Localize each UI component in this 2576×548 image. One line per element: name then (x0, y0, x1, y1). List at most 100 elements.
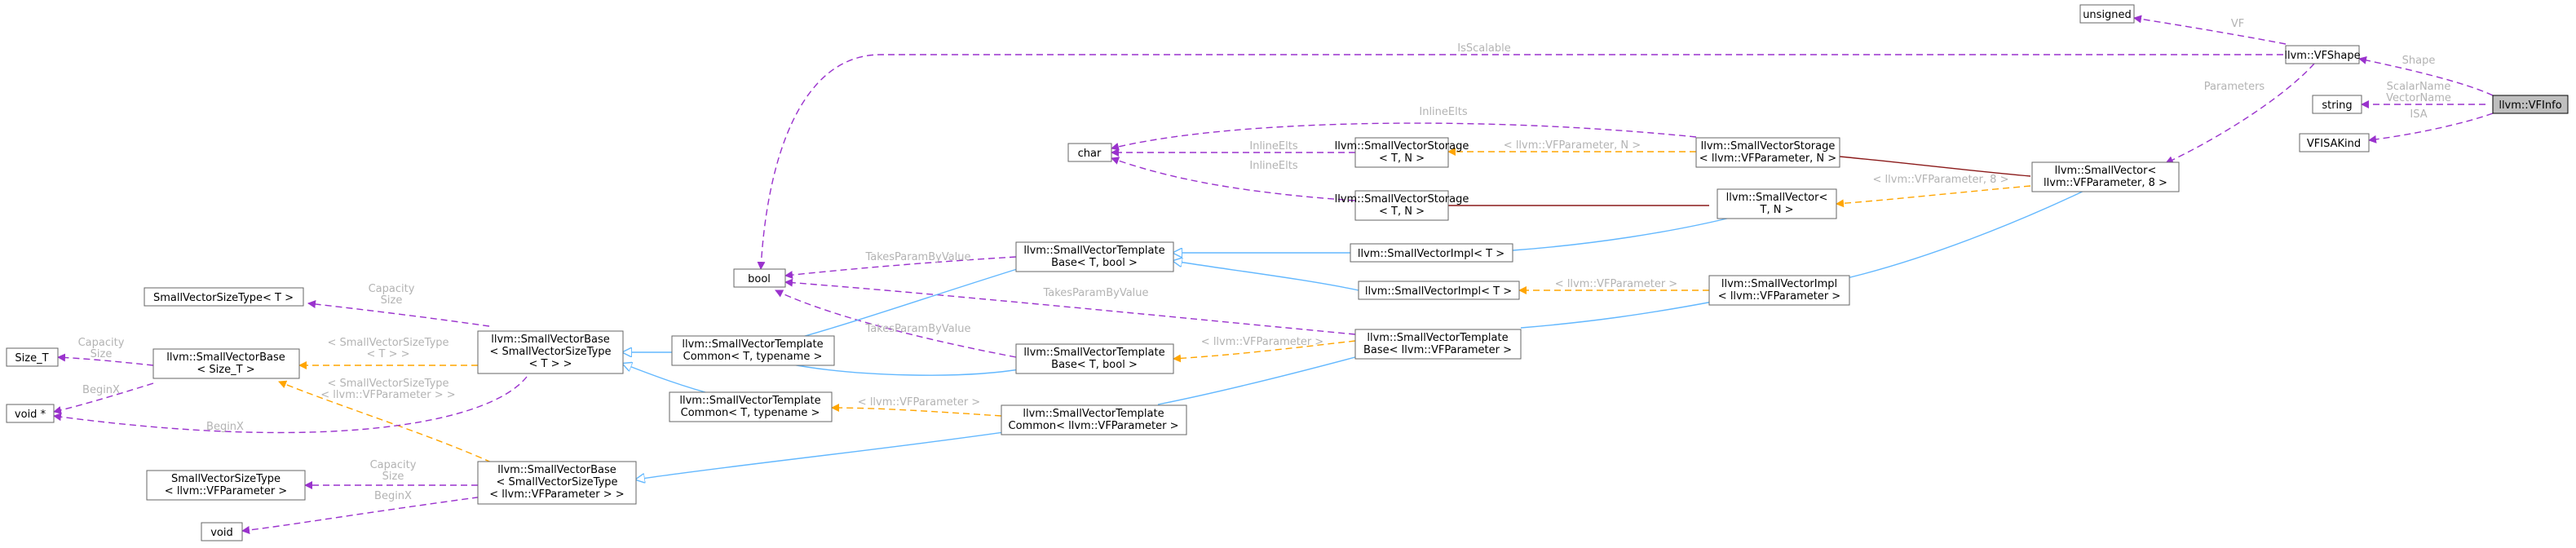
edge-label-sst-vfp: < SmallVectorSizeType< llvm::VFParameter… (320, 378, 455, 401)
edge-label-parameters: Parameters (2204, 81, 2265, 93)
svg-text:llvm::VFInfo: llvm::VFInfo (2499, 99, 2561, 112)
edge-label-vfp-8: < llvm::VFParameter, 8 > (1873, 174, 2009, 186)
edge-svstorage-vfp-char (1111, 122, 1697, 151)
svg-text:SmallVectorSizeType< T >: SmallVectorSizeType< T > (153, 292, 294, 304)
node-unsigned[interactable]: unsigned (2079, 4, 2135, 24)
node-svimpl-t1[interactable]: llvm::SmallVectorImpl< T > (1350, 243, 1513, 263)
node-svimpl-vfp[interactable]: llvm::SmallVectorImpl< llvm::VFParameter… (1708, 275, 1850, 306)
edge-svtb-vfp-svtb2 (1173, 340, 1356, 363)
svg-text:llvm::SmallVector<T, N >: llvm::SmallVector<T, N > (1726, 192, 1828, 216)
edge-label-takesparam3: TakesParamByValue (864, 323, 970, 335)
node-vfshape[interactable]: llvm::VFShape (2284, 45, 2361, 64)
svg-text:llvm::SmallVectorStorage< T, N: llvm::SmallVectorStorage< T, N > (1335, 193, 1469, 218)
edge-label-beginx2: BeginX (206, 421, 244, 433)
node-void-ptr[interactable]: void * (6, 404, 55, 423)
node-char[interactable]: char (1067, 143, 1112, 162)
svg-text:llvm::SmallVectorStorage< llvm: llvm::SmallVectorStorage< llvm::VFParame… (1699, 140, 1836, 165)
svg-text:SmallVectorSizeType< llvm::VFP: SmallVectorSizeType< llvm::VFParameter > (165, 473, 287, 497)
node-void[interactable]: void (201, 522, 243, 541)
node-svsizetype-vfp[interactable]: SmallVectorSizeType< llvm::VFParameter > (146, 470, 306, 501)
svg-text:llvm::SmallVectorBase< SmallVe: llvm::SmallVectorBase< SmallVectorSizeTy… (489, 464, 624, 501)
svg-text:llvm::SmallVectorImpl< T >: llvm::SmallVectorImpl< T > (1365, 285, 1512, 298)
edge-label-inlineelts-top: InlineElts (1419, 106, 1467, 118)
svg-text:VFISAKind: VFISAKind (2307, 138, 2361, 150)
edge-svbase-vfp-void (241, 495, 490, 534)
edge-smallvector-vfp-svimpl-vfp (1832, 189, 2088, 282)
svg-text:bool: bool (748, 273, 771, 285)
svg-text:void *: void * (15, 409, 46, 421)
edge-svtc2-svbase-t (623, 364, 718, 396)
edge-label-vf: VF (2231, 18, 2244, 30)
edge-label-shape: Shape (2402, 55, 2436, 67)
edge-svstorage-vfp-smallvector (1831, 152, 2031, 177)
edge-label-isscalable: IsScalable (1457, 42, 1510, 55)
node-svsizetype-t[interactable]: SmallVectorSizeType< T > (144, 287, 304, 307)
edge-label-beginx1: BeginX (82, 384, 120, 396)
node-svbase-sst-vfp[interactable]: llvm::SmallVectorBase< SmallVectorSizeTy… (477, 461, 637, 505)
svg-text:unsigned: unsigned (2083, 9, 2132, 21)
edge-vfinfo-vfshape (2358, 55, 2494, 96)
nodes-layer: llvm::VFInfo unsigned llvm::VFShape stri… (6, 4, 2569, 541)
edge-vfshape-smallvector (2165, 63, 2315, 164)
node-size-t[interactable]: Size_T (6, 347, 59, 367)
svg-text:char: char (1078, 148, 1102, 160)
edge-svstorage-tn2-char (1111, 157, 1356, 201)
edge-vfshape-bool (757, 54, 2283, 270)
node-string[interactable]: string (2312, 95, 2362, 114)
svg-text:llvm::SmallVectorImpl< T >: llvm::SmallVectorImpl< T > (1358, 248, 1505, 260)
node-svimpl-t2[interactable]: llvm::SmallVectorImpl< T > (1358, 281, 1520, 300)
edge-label-isa: ISA (2410, 108, 2427, 121)
edge-label-sst-t: < SmallVectorSizeType< T > > (327, 337, 448, 360)
node-svstorage-tn1[interactable]: llvm::SmallVectorStorage< T, N > (1335, 137, 1469, 168)
node-svstorage-tn2[interactable]: llvm::SmallVectorStorage< T, N > (1335, 190, 1469, 221)
node-vfisakind[interactable]: VFISAKind (2299, 133, 2370, 152)
svg-text:llvm::SmallVector<llvm::VFPara: llvm::SmallVector<llvm::VFParameter, 8 > (2044, 165, 2167, 189)
edge-svtb2-bool (775, 289, 1017, 358)
node-svbase-size-t[interactable]: llvm::SmallVectorBase< Size_T > (152, 348, 300, 379)
node-smallvector-tn[interactable]: llvm::SmallVector<T, N > (1717, 188, 1837, 219)
edge-svtb1-bool (784, 256, 1017, 280)
edge-label-inlineelts-low: InlineElts (1249, 160, 1297, 172)
svg-text:llvm::SmallVectorImpl< llvm::V: llvm::SmallVectorImpl< llvm::VFParameter… (1718, 278, 1840, 303)
svg-text:string: string (2322, 99, 2352, 112)
svg-text:llvm::SmallVectorBase< Size_T: llvm::SmallVectorBase< Size_T > (166, 351, 285, 376)
edge-smallvector-vfp8-tn (1836, 185, 2031, 208)
edge-smallvector-tn-svimpl1 (1512, 216, 1737, 251)
node-bool[interactable]: bool (733, 268, 786, 288)
edge-svbase-t-svsizetype (307, 300, 490, 327)
edge-label-takesparam1: TakesParamByValue (864, 251, 970, 263)
node-smallvector-vfp8[interactable]: llvm::SmallVector<llvm::VFParameter, 8 > (2031, 161, 2180, 192)
edge-svtb2-svtc1 (787, 364, 1024, 376)
svg-text:llvm::VFShape: llvm::VFShape (2284, 50, 2360, 62)
node-svbase-sst-t[interactable]: llvm::SmallVectorBase< SmallVectorSizeTy… (477, 330, 624, 374)
edge-svimpl-vfp-svtb-vfp (1520, 302, 1712, 329)
edge-svtb1-svtc1 (787, 266, 1027, 342)
edge-svtb-vfp-bool (784, 278, 1356, 335)
edge-svbase-t-void-ptr (53, 376, 528, 434)
node-vfinfo[interactable]: llvm::VFInfo (2492, 95, 2569, 114)
edges-layer (53, 15, 2494, 534)
svg-text:void: void (210, 527, 233, 539)
edge-label-vfp-n: < llvm::VFParameter, N > (1504, 139, 1641, 152)
edge-svbase-size-t-size-t (57, 353, 154, 366)
edge-vfshape-unsigned (2133, 15, 2287, 45)
edge-svbase-size-t-void-ptr (53, 382, 154, 414)
svg-text:Size_T: Size_T (15, 352, 48, 365)
edge-label-vfp-common: < llvm::VFParameter > (858, 396, 980, 409)
edge-vfinfo-vfisakind (2368, 113, 2494, 144)
node-svstorage-vfp[interactable]: llvm::SmallVectorStorage< llvm::VFParame… (1695, 137, 1840, 168)
